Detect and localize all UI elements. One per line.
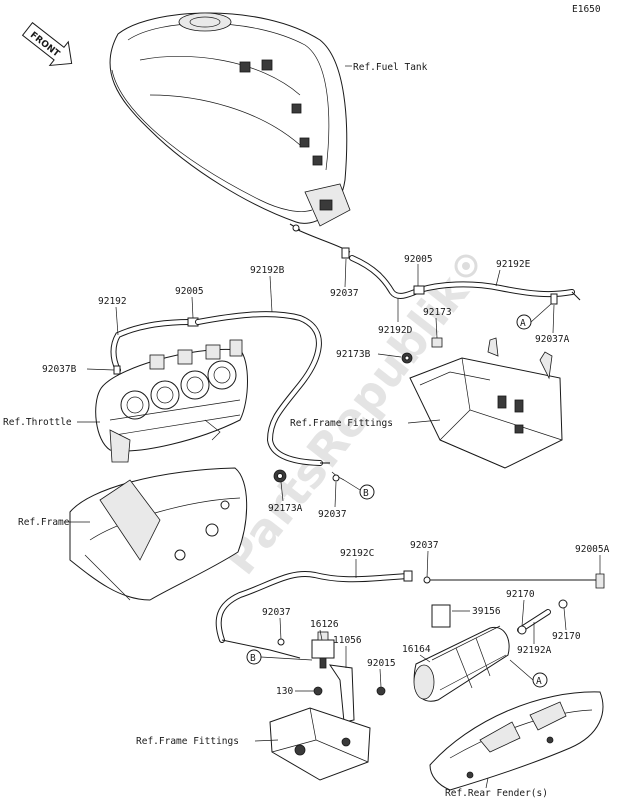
callout-92037-a: 92037 — [330, 288, 359, 299]
purge-valve — [311, 631, 335, 669]
callout-92037-d: 92037 — [262, 607, 291, 618]
callout-92192b: 92192B — [250, 265, 285, 276]
callout-92037-b: 92037 — [318, 509, 347, 520]
callout-130: 130 — [276, 686, 293, 697]
svg-text:B: B — [363, 488, 369, 499]
callout-ref-fuel-tank: Ref.Fuel Tank — [353, 62, 428, 73]
callout-92173b: 92173B — [336, 349, 371, 360]
svg-text:B: B — [250, 653, 256, 664]
callout-ref-rear-fenders: Ref.Rear Fender(s) — [445, 788, 548, 799]
svg-text:A: A — [536, 676, 542, 687]
front-arrow-icon: FRONT — [21, 21, 73, 67]
callout-92173: 92173 — [423, 307, 452, 318]
callout-92015: 92015 — [367, 658, 396, 669]
callout-16126: 16126 — [310, 619, 339, 630]
callout-92192d: 92192D — [378, 325, 413, 336]
callout-92005-a: 92005 — [175, 286, 204, 297]
callout-16164: 16164 — [402, 644, 431, 655]
callout-92192e: 92192E — [496, 259, 531, 270]
diagram-code: E1650 — [572, 4, 601, 15]
callout-92005a: 92005A — [575, 544, 610, 555]
callout-92005-c: 92005 — [404, 254, 433, 265]
callout-92192a: 92192A — [517, 645, 552, 656]
fuel-tank — [109, 12, 351, 232]
throttle-body-assembly — [95, 339, 248, 463]
rear-fender — [429, 691, 604, 791]
callout-92170-a: 92170 — [506, 589, 535, 600]
callout-39156: 39156 — [472, 606, 501, 617]
charcoal-canister — [413, 625, 510, 702]
callout-92192c: 92192C — [340, 548, 374, 559]
callout-ref-frame-fittings-2: Ref.Frame Fittings — [136, 736, 239, 747]
frame-section — [69, 467, 248, 601]
callout-11056: 11056 — [333, 635, 362, 646]
callout-92170-b: 92170 — [552, 631, 581, 642]
callout-92037b: 92037B — [42, 364, 77, 375]
canister-holder-39156 — [431, 604, 451, 628]
callout-ref-frame-fittings-1: Ref.Frame Fittings — [290, 418, 393, 429]
gear-icon — [454, 254, 478, 278]
callout-92037a: 92037A — [535, 334, 570, 345]
svg-text:A: A — [520, 318, 526, 329]
callout-ref-frame: Ref.Frame — [18, 517, 70, 528]
frame-fitting-tray — [409, 337, 563, 469]
marker-b-upper — [359, 484, 375, 500]
frame-fitting-lower — [269, 707, 371, 781]
callout-92173a: 92173A — [268, 503, 303, 514]
callout-ref-throttle: Ref.Throttle — [3, 417, 72, 428]
callout-92192: 92192 — [98, 296, 127, 307]
bracket-11056 — [328, 664, 355, 723]
callout-92037-c: 92037 — [410, 540, 439, 551]
